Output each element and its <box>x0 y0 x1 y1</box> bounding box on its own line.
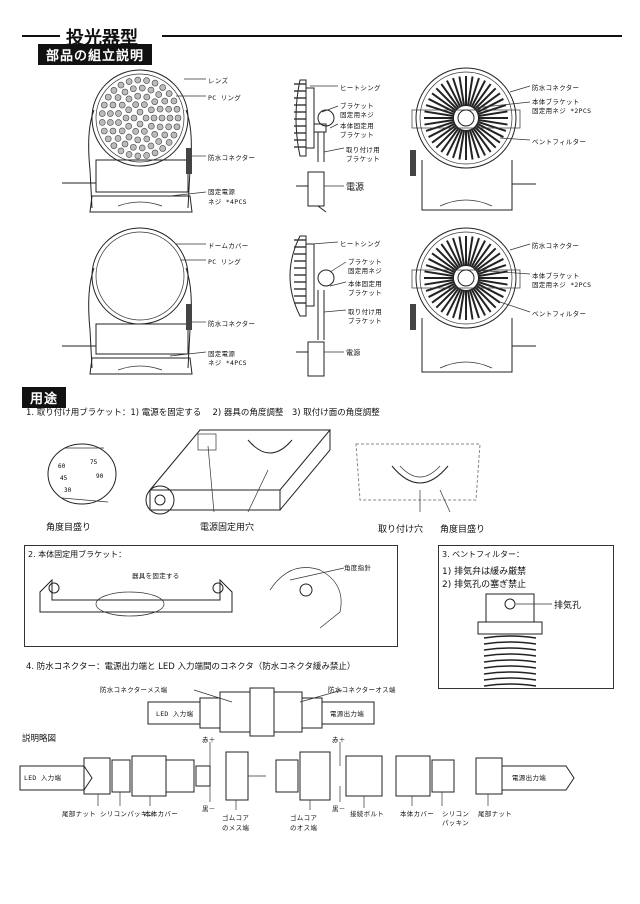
d-red2: 赤＋ <box>332 736 346 744</box>
label-pc-ring-2: PC リング <box>208 258 242 266</box>
label-body-bracket-2: ブラケット <box>340 131 374 139</box>
label-mount-bracket-2: ブラケット <box>346 155 380 163</box>
body-bracket-drawing <box>39 567 345 629</box>
d-psu-out: 電源出力端 <box>512 774 546 782</box>
d-tail-nut2: 尾部ナット <box>478 810 512 818</box>
label-screw-r2: 固定用ネジ *2PCS <box>532 281 592 289</box>
label-body-2b: ブラケット <box>348 289 382 297</box>
label-psu-holes: 電源固定用穴 <box>200 523 255 533</box>
mount-face-drawing <box>355 443 481 513</box>
title-rule-right <box>162 35 622 37</box>
label-power-2: 電源 <box>346 349 361 357</box>
body-bracket-box <box>24 545 398 647</box>
label-vent-r: ベントフィルター <box>532 138 587 146</box>
svg-text:45: 45 <box>60 475 68 482</box>
label-female-end: 防水コネクターメス端 <box>100 686 168 694</box>
d-rubber-female-1: ゴムコア <box>222 814 250 822</box>
label-psu-screw-3: 固定電源 <box>208 350 236 358</box>
label-exhaust: 排気孔 <box>554 601 582 611</box>
svg-text:75: 75 <box>90 459 98 466</box>
label-bracket-screw-2: 固定用ネジ <box>340 111 374 119</box>
d-rubber-female-2: のメス端 <box>222 824 250 832</box>
page-title: 投光器型 <box>66 28 138 49</box>
label-fix-fixture: 器具を固定する <box>132 572 180 580</box>
d-bolt: 接続ボルト <box>350 810 384 818</box>
section-usage: 用途 <box>22 387 67 408</box>
label-mount-2b: ブラケット <box>348 317 382 325</box>
label-heatsink-2: ヒートシング <box>340 240 381 248</box>
lamp-side-top <box>294 79 335 213</box>
exploded-diagram <box>19 742 575 810</box>
svg-text:30: 30 <box>64 487 72 494</box>
label-angle-scale: 角度目盛り <box>46 523 92 533</box>
d-silicone2-1: シリコン <box>442 810 470 818</box>
label-body-bracket-r: 本体ブラケット <box>532 98 580 106</box>
label-body-2a: 本体固定用 <box>348 280 382 288</box>
d-tail-nut: 尾部ナット <box>62 810 96 818</box>
lamp-back-bottom <box>410 227 536 373</box>
label-vent-r2: ベントフィルター <box>532 310 587 318</box>
mount-bracket-drawing <box>145 429 332 515</box>
lamp-lens-front <box>62 69 193 213</box>
lamp-dome-front <box>62 227 193 375</box>
label-pc-ring: PC リング <box>208 94 242 102</box>
section-diagram: 説明略図 <box>22 734 57 744</box>
d-rubber-male-2: のオス端 <box>290 824 318 832</box>
usage-item-3-1: 1) 排気弁は緩み厳禁 <box>442 567 527 577</box>
d-body-cover2: 本体カバー <box>400 810 434 818</box>
label-male-end: 防水コネクターオス端 <box>328 686 396 694</box>
lamp-back-top <box>410 67 536 211</box>
svg-text:90: 90 <box>96 473 104 480</box>
connector-drawing <box>147 687 375 737</box>
usage-item-3: 3. ベントフィルター： <box>442 550 525 559</box>
vent-filter-box <box>438 545 614 689</box>
label-angle-scale-2: 角度目盛り <box>440 525 486 535</box>
label-body-bracket-r2: 本体ブラケット <box>532 272 580 280</box>
label-body-bracket-1: 本体固定用 <box>340 122 374 130</box>
title-rule-left <box>22 35 60 37</box>
label-screw-r: 固定用ネジ *2PCS <box>532 107 592 115</box>
d-red: 赤＋ <box>202 736 216 744</box>
label-lens: レンズ <box>208 77 229 85</box>
usage-item-3-2: 2) 排気孔の塞ぎ禁止 <box>442 580 527 590</box>
label-wp-connector-2: 防水コネクター <box>208 320 256 328</box>
label-bracket-2b: 固定用ネジ <box>348 267 382 275</box>
label-wp-connector: 防水コネクター <box>208 154 256 162</box>
label-bracket-screw-1: ブラケット <box>340 102 374 110</box>
label-heatsink: ヒートシング <box>340 84 381 92</box>
d-silicone: シリコンパッキン <box>100 810 155 818</box>
label-psu-screw-4: ネジ *4PCS <box>208 359 247 367</box>
label-dome: ドームカバー <box>208 242 249 250</box>
label-mount-2a: 取り付け用 <box>348 308 382 316</box>
label-power: 電源 <box>346 183 365 193</box>
d-led-in: LED 入力端 <box>24 774 62 782</box>
d-body-cover: 本体カバー <box>144 810 178 818</box>
angle-dial-drawing: 60 45 30 75 90 <box>47 443 117 505</box>
usage-item-1: 1. 取り付け用ブラケット：1) 電源を固定する 2) 器具の角度調整 3) 取… <box>26 408 380 418</box>
label-wp-connector-r: 防水コネクター <box>532 84 580 92</box>
svg-text:60: 60 <box>58 463 66 470</box>
vent-filter-drawing <box>477 593 552 687</box>
label-angle-pointer: 角度指針 <box>344 564 372 572</box>
label-psu-screw-1: 固定電源 <box>208 188 236 196</box>
lamp-side-bottom <box>289 235 335 377</box>
label-mount-hole: 取り付け穴 <box>378 525 424 535</box>
section-assembly: 部品の組立説明 <box>38 44 153 65</box>
label-mount-bracket-1: 取り付け用 <box>346 146 380 154</box>
label-psu-screw-2: ネジ *4PCS <box>208 198 247 206</box>
label-led-in: LED 入力端 <box>156 710 194 718</box>
usage-item-4: 4. 防水コネクター：電源出力端と LED 入力端間のコネクタ（防水コネクタ緩み… <box>26 662 356 672</box>
d-black2: 黒－ <box>332 805 346 813</box>
usage-item-2: 2. 本体固定用ブラケット： <box>28 550 127 559</box>
d-black: 黒－ <box>202 805 216 813</box>
d-rubber-male-1: ゴムコア <box>290 814 318 822</box>
label-bracket-2a: ブラケット <box>348 258 382 266</box>
label-wp-connector-r2: 防水コネクター <box>532 242 580 250</box>
d-silicone2-2: パッキン <box>442 819 470 827</box>
label-psu-out: 電源出力端 <box>330 710 364 718</box>
